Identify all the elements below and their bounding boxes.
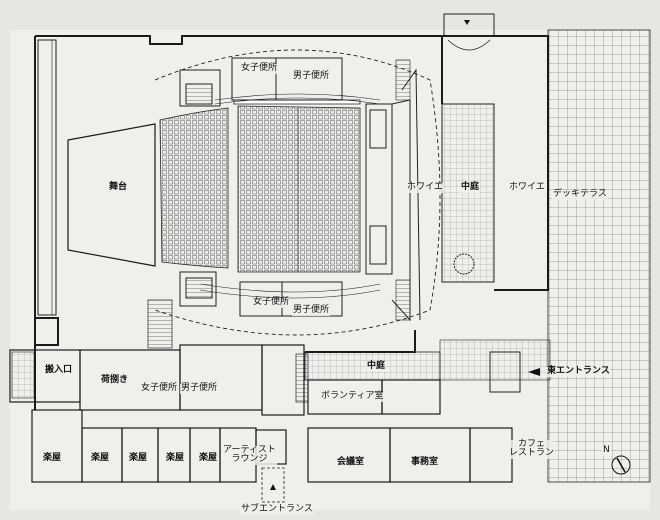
label-artist-lounge: アーティスト ラウンジ xyxy=(222,445,277,465)
label-east-entrance: 東エントランス xyxy=(546,366,611,377)
label-dressing-room-3: 楽屋 xyxy=(128,453,149,464)
label-unloading: 荷捌き xyxy=(100,375,130,386)
label-dressing-room-4: 楽屋 xyxy=(165,453,186,464)
label-dressing-room-5: 楽屋 xyxy=(198,453,219,464)
deck-terrace-area xyxy=(547,29,651,483)
label-deck-terrace: デッキテラス xyxy=(552,189,608,200)
label-womens-wc-top: 女子便所 xyxy=(240,63,279,74)
outer-walls xyxy=(34,35,549,410)
label-womens-wc-low: 女子便所 xyxy=(140,383,179,394)
label-meeting-room: 会議室 xyxy=(336,457,366,468)
label-courtyard-top: 中庭 xyxy=(460,182,481,193)
label-mens-wc-top: 男子便所 xyxy=(292,71,331,82)
label-foyer-right: ホワイエ xyxy=(508,182,546,193)
label-stage: 舞台 xyxy=(108,182,129,193)
label-dressing-room-2: 楽屋 xyxy=(90,453,111,464)
label-cafe: カフェ レストラン xyxy=(508,439,556,459)
tree-icon xyxy=(453,253,475,275)
label-north: N xyxy=(602,445,611,456)
courtyard-top-area xyxy=(441,103,495,283)
label-dressing-room-1: 楽屋 xyxy=(42,453,63,464)
label-volunteer-room: ボランティア室 xyxy=(320,391,385,402)
label-foyer-left: ホワイエ xyxy=(406,182,444,193)
label-office: 事務室 xyxy=(410,457,440,468)
label-sub-entrance: サブエントランス xyxy=(240,504,314,515)
north-arrow-icon xyxy=(611,455,631,475)
stage-area xyxy=(67,123,156,267)
auditorium-seating xyxy=(159,99,361,273)
label-womens-wc-mid: 女子便所 xyxy=(252,297,291,308)
label-courtyard-mid: 中庭 xyxy=(366,361,387,372)
backstage-rooms xyxy=(9,344,513,483)
label-mens-wc-mid: 男子便所 xyxy=(292,305,331,316)
label-mens-wc-low: 男子便所 xyxy=(180,383,219,394)
label-loading-entrance: 搬入口 xyxy=(44,365,74,376)
